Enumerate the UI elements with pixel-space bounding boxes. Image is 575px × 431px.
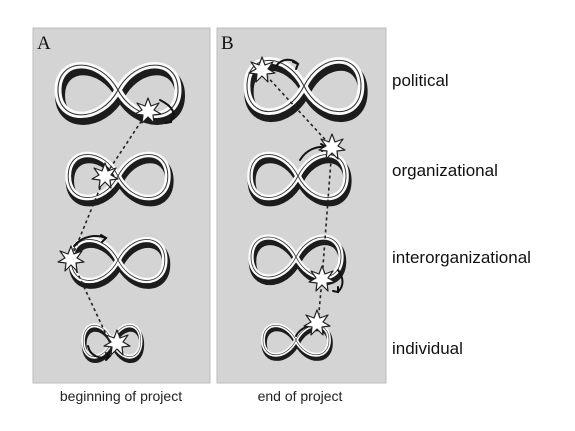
- curved-arrow-icon: [332, 269, 344, 294]
- level-label-individual: individual: [392, 339, 463, 358]
- level-label-political: political: [392, 71, 449, 90]
- star-burst-icon: [103, 329, 131, 356]
- panel-b-caption: end of project: [258, 388, 343, 404]
- level-label-organizational: organizational: [392, 161, 498, 180]
- curved-arrow-icon: [73, 234, 108, 247]
- star-burst-icon: [57, 245, 85, 272]
- star-burst-icon: [303, 309, 331, 336]
- panel-b-connector: [261, 70, 333, 324]
- curved-arrow-icon: [275, 58, 300, 70]
- curved-arrow-icon: [87, 345, 112, 361]
- star-burst-icon: [318, 133, 346, 160]
- panel-a-letter: A: [37, 33, 51, 54]
- star-burst-icon: [91, 162, 119, 189]
- panel-a-caption: beginning of project: [60, 388, 182, 404]
- star-burst-icon: [308, 265, 336, 292]
- curved-arrow-icon: [159, 99, 175, 124]
- panel-a-connector: [70, 110, 149, 344]
- star-burst-icon: [134, 97, 162, 124]
- panel-b-letter: B: [221, 33, 234, 54]
- star-burst-icon: [248, 56, 276, 83]
- level-label-interorganizational: interorganizational: [392, 248, 531, 267]
